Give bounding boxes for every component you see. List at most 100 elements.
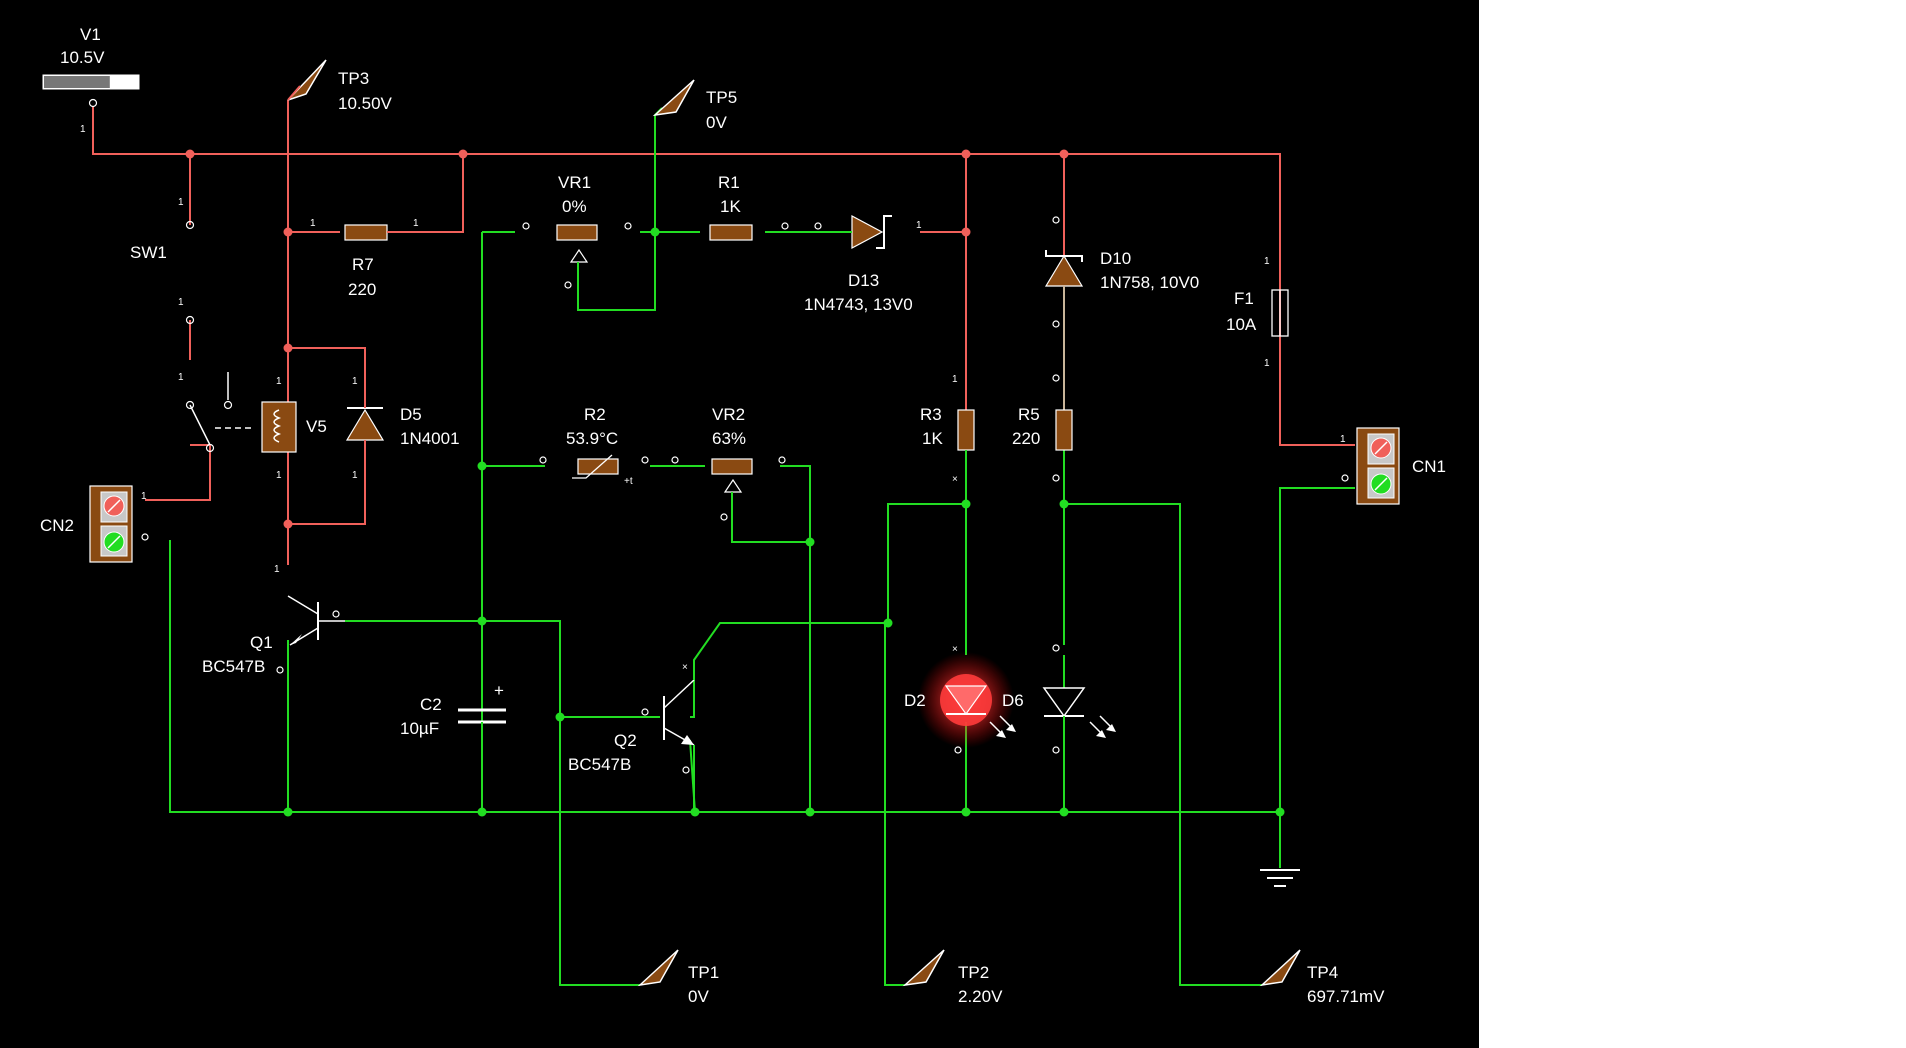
diode-icon [345, 408, 385, 441]
q1-name: Q1 [250, 633, 273, 652]
d13-name: D13 [848, 271, 879, 290]
svg-text:1: 1 [1264, 358, 1270, 369]
cn1-name: CN1 [1412, 457, 1446, 476]
d5-value: 1N4001 [400, 429, 460, 448]
tp3-probe[interactable]: TP3 10.50V [287, 59, 393, 113]
vr1-value: 0% [562, 197, 587, 216]
d5-diode[interactable]: 1 1 D5 1N4001 [345, 365, 460, 481]
tp3-value: 10.50V [338, 94, 393, 113]
switch-icon [189, 404, 211, 446]
q1-value: BC547B [202, 657, 265, 676]
positive-wires [92, 100, 1355, 565]
r3-value: 1K [922, 429, 943, 448]
r7-name: R7 [352, 255, 374, 274]
tp5-value: 0V [706, 113, 727, 132]
q1-transistor[interactable]: 1 Q1 BC547B [202, 564, 345, 676]
f1-value: 10A [1226, 315, 1257, 334]
d5-name: D5 [400, 405, 422, 424]
svg-text:1: 1 [276, 376, 282, 387]
v1-source[interactable]: V1 10.5V 1 [42, 25, 140, 135]
led-icon [944, 685, 988, 716]
tp4-value: 697.71mV [1307, 987, 1385, 1006]
v1-value: 10.5V [60, 48, 105, 67]
vr1-name: VR1 [558, 173, 591, 192]
svg-text:1: 1 [274, 564, 280, 575]
svg-text:1: 1 [916, 220, 922, 231]
r2-thermistor[interactable]: +t R2 53.9°C [539, 405, 649, 487]
r1-value: 1K [720, 197, 741, 216]
v1-name: V1 [80, 25, 101, 44]
c2-capacitor[interactable]: + C2 10µF [400, 660, 506, 780]
thermistor-icon [572, 454, 613, 479]
ground-symbol [1260, 869, 1300, 887]
svg-text:1: 1 [952, 374, 958, 385]
vr2-value: 63% [712, 429, 746, 448]
r1-resistor[interactable]: R1 1K [709, 173, 789, 241]
f1-fuse[interactable]: 1 1 F1 10A [1226, 256, 1289, 369]
tp1-name: TP1 [688, 963, 719, 982]
c2-name: C2 [420, 695, 442, 714]
svg-text:×: × [952, 644, 958, 655]
r3-resistor[interactable]: 1 × R3 1K [920, 232, 975, 504]
r7-value: 220 [348, 280, 376, 299]
d2-name: D2 [904, 691, 926, 710]
r5-name: R5 [1018, 405, 1040, 424]
d10-value: 1N758, 10V0 [1100, 273, 1199, 292]
cn2-name: CN2 [40, 516, 74, 535]
q2-name: Q2 [614, 731, 637, 750]
svg-text:×: × [682, 662, 688, 673]
schematic-canvas[interactable]: V1 10.5V 1 TP3 10.50V TP5 0V SW1 1 1 1 [0, 0, 1479, 1048]
r5-value: 220 [1012, 429, 1040, 448]
probe-icon [637, 949, 679, 987]
tp4-probe[interactable]: TP4 697.71mV [1259, 949, 1385, 1006]
svg-text:1: 1 [141, 491, 147, 502]
d2-led[interactable]: × D2 [904, 644, 1016, 754]
d13-value: 1N4743, 13V0 [804, 295, 913, 314]
zener-diode-icon [1044, 254, 1084, 287]
cn1-terminal[interactable]: 1 CN1 [1340, 427, 1446, 505]
d10-zener[interactable]: D10 1N758, 10V0 [1044, 154, 1199, 410]
tp2-value: 2.20V [958, 987, 1003, 1006]
r5-resistor[interactable]: R5 220 [1012, 405, 1073, 482]
tp5-probe[interactable]: TP5 0V [652, 79, 737, 132]
tp2-probe[interactable]: TP2 2.20V [902, 949, 1003, 1006]
r3-name: R3 [920, 405, 942, 424]
tp4-name: TP4 [1307, 963, 1338, 982]
svg-text:1: 1 [178, 372, 184, 383]
svg-text:×: × [952, 474, 958, 485]
svg-text:+t: +t [624, 476, 633, 487]
v1-slider-fill [44, 76, 110, 88]
svg-text:1: 1 [178, 297, 184, 308]
r7-resistor[interactable]: 1 1 R7 220 [310, 218, 420, 299]
d6-led[interactable]: D6 [1002, 644, 1116, 754]
sw1-switch[interactable]: SW1 1 1 1 [130, 197, 255, 453]
vr1-potentiometer[interactable]: VR1 0% [522, 173, 632, 290]
svg-text:1: 1 [310, 218, 316, 229]
tp5-name: TP5 [706, 88, 737, 107]
d13-zener[interactable]: 1 D13 1N4743, 13V0 [804, 215, 922, 314]
sw1-name: SW1 [130, 243, 167, 262]
svg-text:1: 1 [413, 218, 419, 229]
probe-icon [902, 949, 945, 987]
f1-name: F1 [1234, 289, 1254, 308]
svg-text:1: 1 [178, 197, 184, 208]
d10-name: D10 [1100, 249, 1131, 268]
relay-coil-icon [273, 409, 282, 443]
r2-value: 53.9°C [566, 429, 618, 448]
svg-text:1: 1 [352, 470, 358, 481]
probe-icon [652, 79, 695, 117]
c2-value: 10µF [400, 719, 439, 738]
svg-text:1: 1 [80, 124, 86, 135]
vr2-potentiometer[interactable]: VR2 63% [671, 405, 786, 521]
junctions [185, 149, 1285, 817]
zener-diode-icon [851, 215, 884, 249]
led-icon [1042, 687, 1086, 718]
q2-transistor[interactable]: × Q2 BC547B [568, 660, 695, 812]
c2-polarity: + [494, 681, 504, 700]
vr2-name: VR2 [712, 405, 745, 424]
v5-relay[interactable]: 1 1 V5 [261, 376, 327, 481]
d6-name: D6 [1002, 691, 1024, 710]
tp1-probe[interactable]: TP1 0V [637, 949, 719, 1006]
svg-text:1: 1 [276, 470, 282, 481]
cn2-terminal[interactable]: 1 CN2 [40, 485, 149, 563]
